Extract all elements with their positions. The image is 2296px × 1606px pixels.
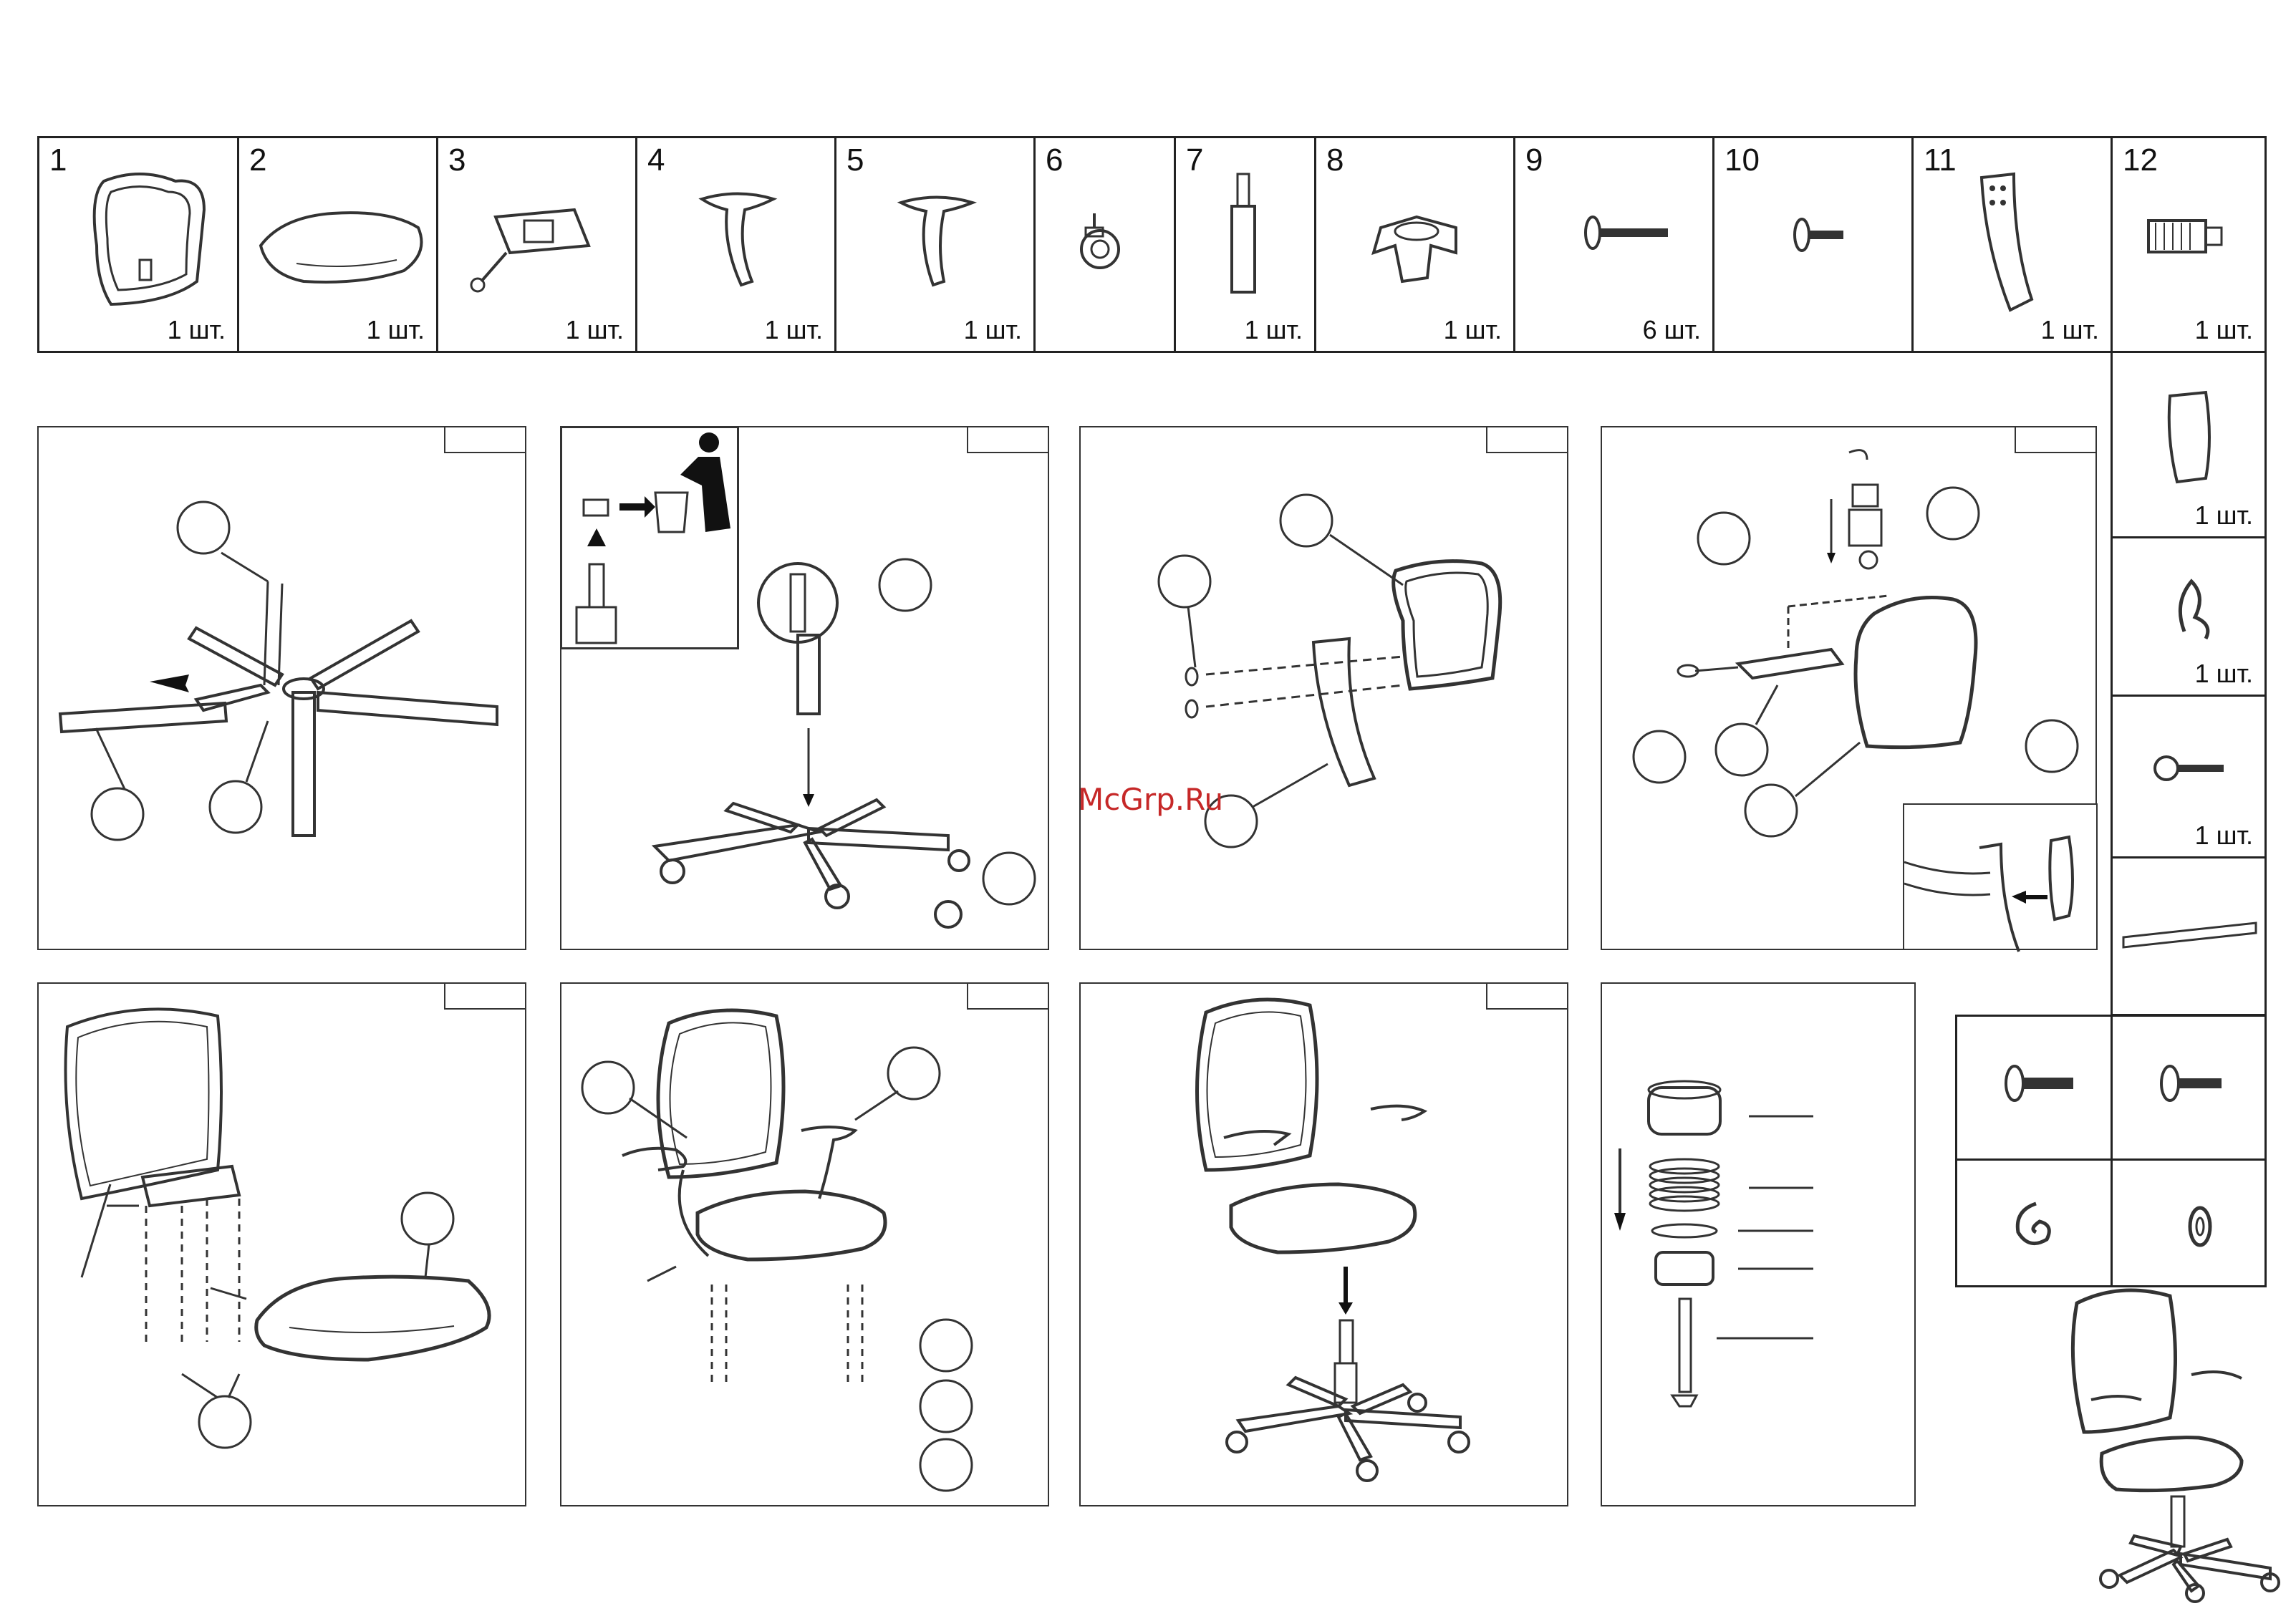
step-panel-3: [1079, 426, 1568, 950]
caster-icon: [1036, 138, 1178, 355]
backrest-bracket-illustration: [1081, 427, 1570, 952]
part-qty: 1 шт.: [765, 315, 823, 345]
part-qty: 1 шт.: [1245, 315, 1303, 345]
hardware-cell-4: [2111, 1158, 2267, 1287]
hardware-cell-1: [1955, 1015, 2113, 1161]
base-assembly-illustration: [39, 427, 528, 952]
short-bolt-icon: [1714, 138, 1916, 355]
part-cell-11: 11 1 шт.: [1911, 136, 2113, 353]
short-bolt-icon: [2113, 1017, 2269, 1163]
seat-on-base-illustration: [1081, 984, 1570, 1508]
part-qty: 1 шт.: [367, 315, 425, 345]
part-cell-7: 7 1 шт.: [1174, 136, 1316, 353]
side-part-cell-3: 1 шт.: [2111, 695, 2267, 858]
flat-washer-icon: [2113, 1161, 2269, 1290]
gas-lift-insert-illustration: [561, 427, 1051, 952]
part-qty: 1 шт.: [168, 315, 226, 345]
part-qty: 1 шт.: [2041, 315, 2099, 345]
inset-cover-detail: [1903, 803, 2098, 950]
part-qty: 1 шт.: [2195, 315, 2253, 345]
part-cell-12: 12 1 шт.: [2111, 136, 2267, 353]
gas-lift-exploded-illustration: [1602, 984, 1917, 1508]
part-qty: 1 шт.: [1444, 315, 1502, 345]
part-cell-8: 8 1 шт.: [1314, 136, 1515, 353]
part-cell-5: 5 1 шт.: [834, 136, 1036, 353]
step-panel-6: [560, 982, 1049, 1506]
cover-detail-illustration: [1904, 805, 2099, 952]
base-leg-icon: [2113, 858, 2269, 1018]
part-cell-9: 9 6 шт.: [1513, 136, 1714, 353]
part-cell-3: 3 1 шт.: [436, 136, 637, 353]
part-qty: 1 шт.: [2195, 821, 2253, 851]
part-qty: 1 шт.: [964, 315, 1022, 345]
part-cell-1: 1 1 шт.: [37, 136, 239, 353]
long-bolt-icon: [1957, 1017, 2115, 1163]
part-cell-4: 4 1 шт.: [635, 136, 836, 353]
part-cell-6: 6: [1033, 136, 1176, 353]
side-part-cell-4: [2111, 856, 2267, 1016]
part-qty: 1 шт.: [566, 315, 624, 345]
side-part-cell-2: 1 шт.: [2111, 536, 2267, 697]
step-panel-8: [1601, 982, 1916, 1506]
armrest-install-illustration: [561, 984, 1051, 1508]
hardware-cell-2: [2111, 1015, 2267, 1161]
side-part-cell-1: 1 шт.: [2111, 351, 2267, 538]
step-panel-5: [37, 982, 526, 1506]
part-cell-2: 2 1 шт.: [237, 136, 438, 353]
step-panel-4: [1601, 426, 2097, 950]
step-panel-2: [560, 426, 1049, 950]
part-qty: 1 шт.: [2195, 500, 2253, 531]
seat-mechanism-illustration: [39, 984, 528, 1508]
part-qty: 6 шт.: [1643, 315, 1701, 345]
part-cell-10: 10: [1712, 136, 1914, 353]
spring-washer-icon: [1957, 1161, 2115, 1290]
hardware-cell-3: [1955, 1158, 2113, 1287]
part-qty: 1 шт.: [2195, 659, 2253, 689]
step-panel-1: [37, 426, 526, 950]
watermark: McGrp.Ru: [1078, 782, 1223, 817]
step-panel-7: [1079, 982, 1568, 1506]
